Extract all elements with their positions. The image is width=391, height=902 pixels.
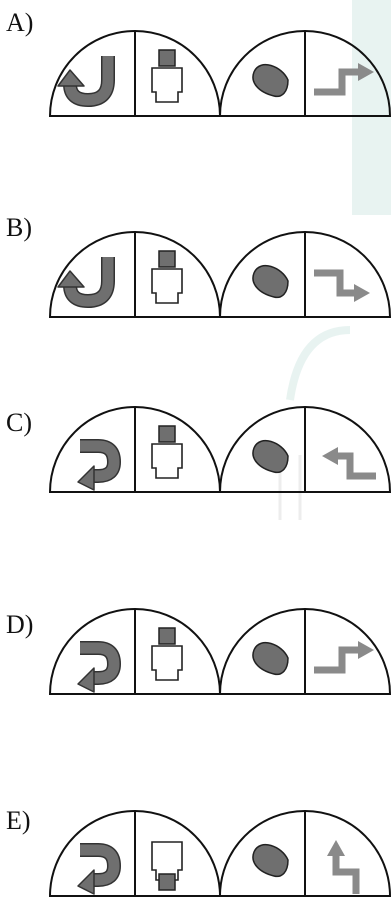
heart-icon <box>252 439 289 474</box>
heart-icon <box>252 63 289 98</box>
option-c[interactable] <box>48 406 391 492</box>
heart-icon <box>252 264 289 299</box>
heart-icon <box>252 843 289 878</box>
option-a[interactable] <box>48 30 391 117</box>
square-icon <box>158 425 176 443</box>
step-arrow-icon <box>332 854 360 894</box>
option-label-d: D) <box>6 610 34 639</box>
step-arrow-icon <box>314 646 360 674</box>
option-d[interactable] <box>48 608 391 694</box>
curved-arrow-icon <box>78 850 114 894</box>
curved-arrow-icon <box>58 257 108 301</box>
square-icon <box>158 873 176 891</box>
body-outline-icon <box>151 67 183 103</box>
body-outline-icon <box>151 645 183 681</box>
option-label-a: A) <box>6 8 34 37</box>
curved-arrow-icon <box>58 56 108 100</box>
square-icon <box>158 250 176 268</box>
body-outline-icon <box>151 268 183 304</box>
square-icon <box>158 49 176 67</box>
option-label-c: C) <box>6 408 32 437</box>
curved-arrow-icon <box>78 446 114 490</box>
option-e[interactable] <box>48 810 391 896</box>
option-label-b: B) <box>6 213 32 242</box>
option-b[interactable] <box>48 231 391 318</box>
curved-arrow-icon <box>78 648 114 692</box>
watermark <box>278 0 391 520</box>
step-arrow-icon <box>314 68 360 96</box>
option-label-e: E) <box>6 806 31 835</box>
body-outline-icon <box>151 443 183 479</box>
step-arrow-icon <box>336 452 376 480</box>
heart-icon <box>252 641 289 676</box>
square-icon <box>158 627 176 645</box>
step-arrow-icon <box>314 269 356 297</box>
